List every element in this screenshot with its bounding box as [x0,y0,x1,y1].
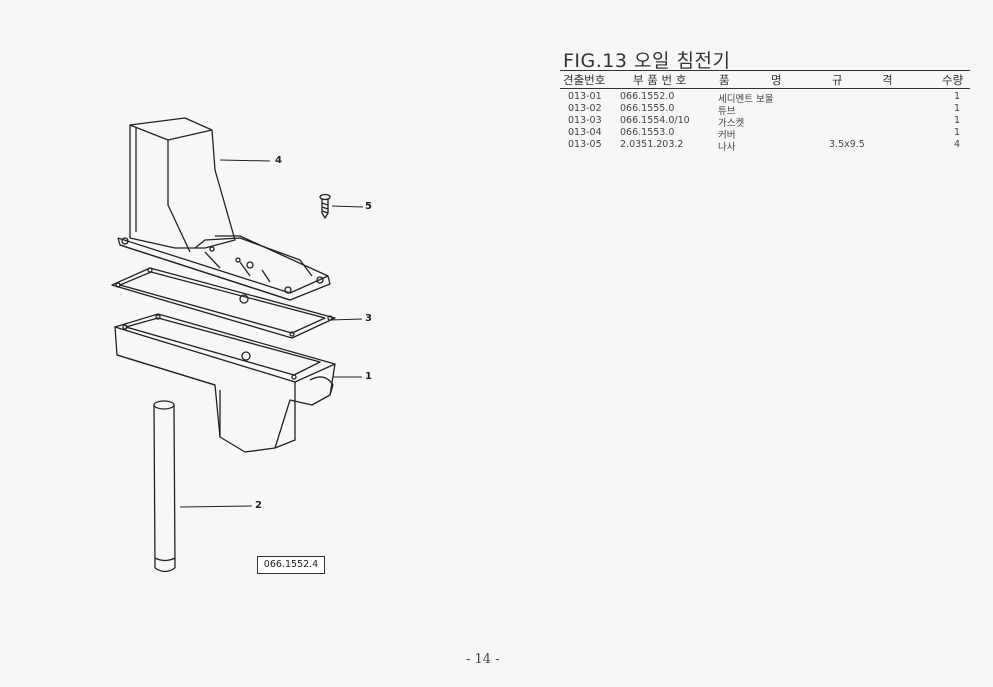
header-part-no: 부 품 번 호 [633,73,687,87]
gasket-part-3 [111,267,336,339]
cell-name: 가스켓 [718,118,745,129]
cell-part-no: 066.1552.0 [620,91,675,102]
tube-part-2 [153,400,176,573]
cell-name: 세디멘트 보울 [718,94,774,105]
cell-part-no: 2.0351.203.2 [620,139,684,150]
table-row: 013-05 2.0351.203.2 나사 3.5x9.5 4 [0,139,993,153]
figure-title: FIG.13 오일 침전기 [563,50,731,72]
cell-ref: 013-01 [568,91,602,102]
header-ref: 견출번호 [563,73,606,87]
table-row: 013-04 066.1553.0 커버 1 [0,127,993,141]
header-name-a: 품 [719,73,730,87]
cell-qty: 1 [953,127,960,138]
sediment-bowl-part-1 [114,313,336,453]
cell-name: 커버 [718,130,736,141]
cell-qty: 1 [953,103,960,114]
cell-ref: 013-05 [568,139,602,150]
callout-leaders [179,159,364,508]
cover-part-4 [117,117,331,301]
table-row: 013-03 066.1554.0/10 가스켓 1 [0,115,993,129]
cell-spec: 3.5x9.5 [829,139,865,150]
cell-name: 튜브 [718,106,736,117]
title-rule [560,70,970,71]
callout-5: 5 [365,201,372,212]
cell-name: 나사 [718,142,736,153]
figure-code-label: 066.1552.4 [257,556,325,574]
callout-4: 4 [275,155,282,166]
callout-2: 2 [255,500,262,511]
cell-qty: 4 [953,139,960,150]
cell-qty: 1 [953,91,960,102]
cell-part-no: 066.1555.0 [620,103,675,114]
table-row: 013-02 066.1555.0 튜브 1 [0,103,993,117]
cell-qty: 1 [953,115,960,126]
callout-3: 3 [365,313,372,324]
cell-ref: 013-04 [568,127,602,138]
cell-part-no: 066.1554.0/10 [620,115,690,126]
page-number: - 14 - [466,652,500,667]
header-name-b: 명 [771,73,782,87]
cell-part-no: 066.1553.0 [620,127,675,138]
header-spec-b: 격 [882,73,893,87]
cell-ref: 013-02 [568,103,602,114]
screw-part-5 [319,193,331,219]
table-row: 013-01 066.1552.0 세디멘트 보울 1 [0,91,993,105]
header-qty: 수량 [942,73,964,87]
header-rule [560,88,970,89]
header-spec-a: 규 [832,73,843,87]
cell-ref: 013-03 [568,115,602,126]
callout-1: 1 [365,371,372,382]
